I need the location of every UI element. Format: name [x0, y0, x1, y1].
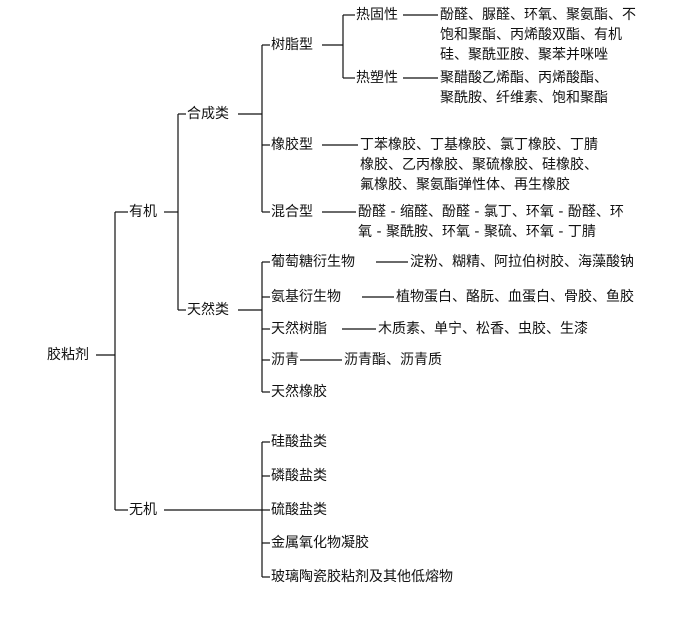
- node-asphalt: 沥青: [271, 352, 299, 368]
- thermoplastic-examples: 聚醋酸乙烯酯、丙烯酸酯、 聚酰胺、纤维素、饱和聚酯: [440, 68, 608, 108]
- thermoset-examples: 酚醛、脲醛、环氧、聚氨酯、不 饱和聚酯、丙烯酸双酯、有机 硅、聚酰亚胺、聚苯并咪…: [440, 5, 636, 65]
- node-phosphates: 磷酸盐类: [271, 468, 327, 484]
- rubber-examples: 丁苯橡胶、丁基橡胶、氯丁橡胶、丁腈 橡胶、乙丙橡胶、聚硫橡胶、硅橡胶、 氟橡胶、…: [360, 135, 598, 195]
- node-silicates: 硅酸盐类: [271, 434, 327, 450]
- node-hybrid: 混合型: [271, 204, 313, 220]
- node-organic: 有机: [129, 204, 157, 220]
- node-metal-oxide-gels: 金属氧化物凝胶: [271, 535, 369, 551]
- node-glass-ceramic-adhesives: 玻璃陶瓷胶粘剂及其他低熔物: [271, 569, 453, 585]
- text-line: 硅、聚酰亚胺、聚苯并咪唑: [440, 47, 608, 63]
- text-line: 饱和聚酯、丙烯酸双酯、有机: [440, 27, 622, 43]
- text-line: 酚醛、脲醛、环氧、聚氨酯、不: [440, 7, 636, 23]
- text-line: 酚醛 - 缩醛、酚醛 - 氯丁、环氧 - 酚醛、环: [358, 204, 624, 220]
- node-thermoset: 热固性: [356, 7, 398, 23]
- node-natural-rubber: 天然橡胶: [271, 384, 327, 400]
- text-line: 橡胶、乙丙橡胶、聚硫橡胶、硅橡胶、: [360, 157, 598, 173]
- node-glucose-derivatives: 葡萄糖衍生物: [271, 254, 355, 270]
- root-node: 胶粘剂: [47, 347, 89, 363]
- text-line: 丁苯橡胶、丁基橡胶、氯丁橡胶、丁腈: [360, 137, 598, 153]
- node-natural-resin: 天然树脂: [271, 321, 327, 337]
- node-synthetic: 合成类: [187, 106, 229, 122]
- text-line: 聚醋酸乙烯酯、丙烯酸酯、: [440, 70, 608, 86]
- node-inorganic: 无机: [129, 502, 157, 518]
- text-line: 氧 - 聚酰胺、环氧 - 聚硫、环氧 - 丁腈: [358, 224, 596, 240]
- text-line: 聚酰胺、纤维素、饱和聚酯: [440, 90, 608, 106]
- node-rubber: 橡胶型: [271, 137, 313, 153]
- node-natural: 天然类: [187, 302, 229, 318]
- asphalt-examples: 沥青酯、沥青质: [344, 352, 442, 368]
- node-amino-derivatives: 氨基衍生物: [271, 289, 341, 305]
- glucose-derivatives-examples: 淀粉、糊精、阿拉伯树胶、海藻酸钠: [410, 254, 634, 270]
- node-resin: 树脂型: [271, 37, 313, 53]
- amino-derivatives-examples: 植物蛋白、酪朊、血蛋白、骨胶、鱼胶: [396, 289, 634, 305]
- node-sulfates: 硫酸盐类: [271, 502, 327, 518]
- text-line: 氟橡胶、聚氨酯弹性体、再生橡胶: [360, 177, 570, 193]
- natural-resin-examples: 木质素、单宁、松香、虫胶、生漆: [378, 321, 588, 337]
- node-thermoplastic: 热塑性: [356, 70, 398, 86]
- hybrid-examples: 酚醛 - 缩醛、酚醛 - 氯丁、环氧 - 酚醛、环 氧 - 聚酰胺、环氧 - 聚…: [358, 202, 624, 242]
